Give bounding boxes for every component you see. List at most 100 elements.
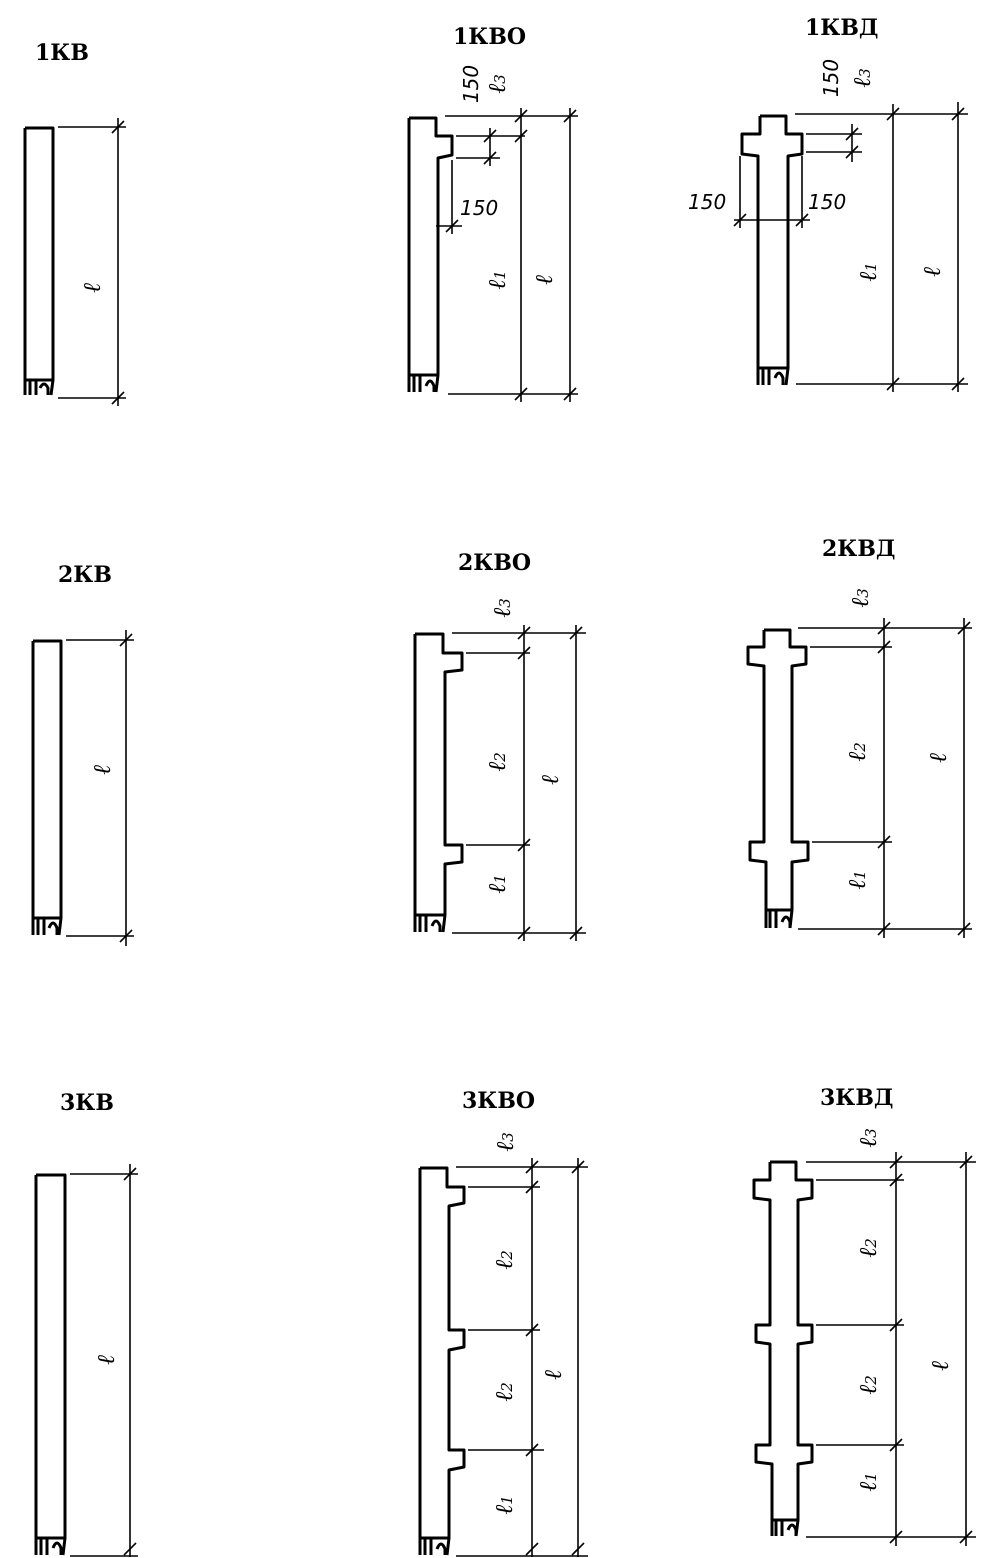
dimension-tick — [514, 129, 528, 143]
column-outline — [752, 1160, 814, 1537]
dimension-tick — [517, 926, 531, 940]
column-outline — [34, 1173, 67, 1556]
title-1kvo: 1КВО — [453, 24, 526, 50]
dimension-tick — [119, 633, 133, 647]
dimension-tick — [525, 1160, 539, 1174]
dimension-tick — [877, 922, 891, 936]
dim-label-l: ℓ — [88, 765, 116, 775]
title-3kvd: 3КВД — [820, 1085, 893, 1111]
dim-label-l2: ℓ2 — [483, 752, 511, 772]
diagram-3kv: ℓ — [34, 1164, 138, 1557]
dim-label-l1: ℓ1 — [483, 874, 511, 894]
title-2kv: 2КВ — [58, 562, 112, 588]
dimension-tick — [514, 109, 528, 123]
dimension-tick — [886, 377, 900, 391]
dimension-tick — [525, 1542, 539, 1556]
dimension-tick — [111, 391, 125, 405]
dim-label-l: ℓ — [530, 275, 558, 285]
title-1kvd: 1КВД — [805, 15, 878, 41]
dimension-tick — [795, 213, 809, 227]
dim-label-150-right: 150 — [808, 190, 846, 214]
dim-label-l3: ℓ3 — [848, 68, 876, 88]
dimension-tick — [563, 109, 577, 123]
dim-label-l1: ℓ1 — [843, 870, 871, 890]
dimension-tick — [517, 626, 531, 640]
dimension-tick — [889, 1530, 903, 1544]
dimension-tick — [886, 107, 900, 121]
dim-label-l3: ℓ3 — [846, 588, 874, 608]
dim-label-l1: ℓ1 — [854, 1472, 882, 1492]
dimension-tick — [517, 838, 531, 852]
dimension-tick — [445, 219, 459, 233]
dim-label-l: ℓ — [539, 1370, 567, 1380]
dimension-tick — [957, 922, 971, 936]
dimension-tick — [877, 835, 891, 849]
dimension-tick — [733, 213, 747, 227]
dimension-tick — [569, 626, 583, 640]
dimension-tick — [959, 1530, 973, 1544]
dim-label-l3: ℓ3 — [488, 598, 516, 618]
dim-label-l2-upper: ℓ2 — [490, 1250, 518, 1270]
dim-label-l: ℓ — [78, 283, 106, 293]
column-outline — [407, 116, 454, 393]
dimension-tick — [571, 1160, 585, 1174]
dim-label-l2-lower: ℓ2 — [854, 1375, 882, 1395]
column-outline — [413, 632, 464, 933]
dimension-tick — [123, 1542, 137, 1556]
dim-label-l: ℓ — [92, 1355, 120, 1365]
dimension-tick — [525, 1443, 539, 1457]
dim-label-150-left: 150 — [688, 190, 726, 214]
dimension-tick — [877, 621, 891, 635]
dim-label-150-top: 150 — [819, 59, 843, 97]
column-outline — [23, 126, 55, 396]
dimension-tick — [525, 1323, 539, 1337]
diagram-3kvo: ℓ3 ℓ2 ℓ2 ℓ1 ℓ — [418, 1132, 588, 1557]
dim-label-l1: ℓ1 — [490, 1495, 518, 1515]
dim-label-l2-upper: ℓ2 — [854, 1238, 882, 1258]
dim-label-l3: ℓ3 — [483, 74, 511, 94]
dimension-tick — [123, 1167, 137, 1181]
dim-label-l: ℓ — [536, 775, 564, 785]
dimension-tick — [483, 129, 497, 143]
diagram-2kvo: ℓ3 ℓ2 ℓ1 ℓ — [413, 598, 586, 941]
dimension-tick — [889, 1173, 903, 1187]
dimension-tick — [889, 1438, 903, 1452]
diagram-1kvd: 150 ℓ3 150 150 ℓ1 ℓ — [688, 59, 968, 392]
dimension-tick — [889, 1155, 903, 1169]
title-2kvd: 2КВД — [822, 536, 895, 562]
dimension-tick — [951, 107, 965, 121]
dim-label-l: ℓ — [924, 753, 952, 763]
diagram-3kvd: ℓ3 ℓ2 ℓ2 ℓ1 ℓ — [752, 1128, 976, 1546]
title-1kv: 1КВ — [35, 40, 89, 66]
dim-label-l1: ℓ1 — [483, 270, 511, 290]
dim-label-150-top: 150 — [459, 65, 483, 103]
title-3kvo: 3КВО — [462, 1088, 535, 1114]
dimension-tick — [951, 377, 965, 391]
diagram-1kvo: 150 ℓ3 150 ℓ1 ℓ — [407, 65, 578, 402]
dimension-tick — [119, 929, 133, 943]
dimension-tick — [483, 151, 497, 165]
dimension-tick — [571, 1542, 585, 1556]
dim-label-150-bracket: 150 — [460, 196, 498, 220]
dim-label-l1: ℓ1 — [854, 262, 882, 282]
column-outline — [31, 639, 63, 936]
dim-label-l: ℓ — [918, 267, 946, 277]
title-3kv: 3КВ — [60, 1090, 114, 1116]
dimension-tick — [514, 387, 528, 401]
dim-label-l2-lower: ℓ2 — [490, 1382, 518, 1402]
diagram-2kvd: ℓ3 ℓ2 ℓ1 ℓ — [746, 588, 972, 938]
dimension-tick — [957, 621, 971, 635]
dim-label-l3: ℓ3 — [491, 1132, 519, 1152]
diagram-1kv: ℓ — [23, 118, 126, 406]
dimension-tick — [877, 640, 891, 654]
dimension-tick — [889, 1318, 903, 1332]
dimension-tick — [525, 1180, 539, 1194]
dimension-tick — [959, 1155, 973, 1169]
column-outline — [418, 1166, 466, 1556]
dimension-tick — [111, 120, 125, 134]
column-outline — [740, 114, 804, 386]
dim-label-l3: ℓ3 — [854, 1128, 882, 1148]
diagram-2kv: ℓ — [31, 630, 134, 946]
